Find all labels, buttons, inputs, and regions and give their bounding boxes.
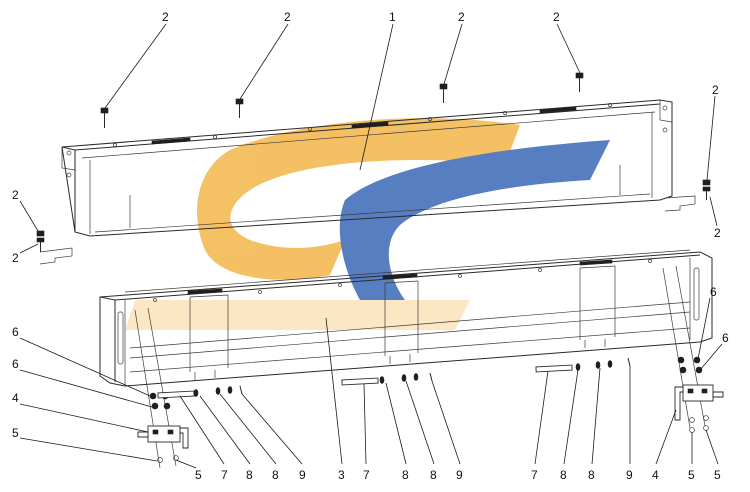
lower-frame-part-3	[99, 249, 713, 387]
bolt	[100, 107, 109, 128]
pin-sets	[157, 357, 631, 399]
callout-9: 9	[299, 468, 306, 482]
bolt	[36, 230, 45, 252]
callout-5: 5	[195, 468, 202, 482]
callout-2: 2	[162, 10, 169, 24]
bolt	[575, 72, 584, 92]
watermark-blue-arc	[339, 140, 610, 315]
callout-8: 8	[272, 468, 279, 482]
callout-2: 2	[12, 251, 19, 265]
callout-4: 4	[652, 468, 659, 482]
callout-labels: 2 2 1 2 2 2 2 2 2 6 6 4 5 6 6 5 7 8 8 9 …	[12, 10, 729, 482]
callout-6: 6	[710, 285, 717, 299]
callout-8: 8	[402, 468, 409, 482]
callout-2: 2	[553, 10, 560, 24]
callout-2: 2	[714, 226, 721, 240]
callout-5: 5	[12, 426, 19, 440]
callout-4: 4	[12, 391, 19, 405]
callout-6: 6	[722, 331, 729, 345]
callout-8: 8	[588, 468, 595, 482]
bolt	[235, 98, 244, 118]
callout-8: 8	[560, 468, 567, 482]
callout-6: 6	[12, 357, 19, 371]
callout-9: 9	[456, 468, 463, 482]
callout-8: 8	[430, 468, 437, 482]
pin-set-right	[535, 357, 631, 373]
callout-2: 2	[458, 10, 465, 24]
callout-9: 9	[626, 468, 633, 482]
bolts-part-2	[36, 72, 711, 252]
bolt	[702, 179, 711, 200]
right-hinge-assembly	[662, 265, 724, 433]
watermark-light-band	[125, 300, 470, 330]
callout-7: 7	[363, 468, 370, 482]
callout-2: 2	[12, 188, 19, 202]
pin-set-left	[157, 385, 243, 399]
callout-7: 7	[531, 468, 538, 482]
callout-2: 2	[284, 10, 291, 24]
callout-6: 6	[12, 325, 19, 339]
watermark-logo	[125, 118, 610, 330]
callout-8: 8	[246, 468, 253, 482]
callout-1: 1	[389, 10, 396, 24]
callout-7: 7	[221, 468, 228, 482]
leader-lines	[19, 23, 723, 469]
callout-5: 5	[714, 468, 721, 482]
watermark-orange-arc	[197, 118, 520, 280]
left-hinge-assembly	[134, 307, 189, 469]
callout-3: 3	[338, 468, 345, 482]
callout-2: 2	[712, 83, 719, 97]
pin-set-middle	[341, 372, 433, 386]
upper-panel-part-1	[39, 99, 696, 265]
bolt	[439, 83, 448, 103]
callout-5: 5	[688, 468, 695, 482]
